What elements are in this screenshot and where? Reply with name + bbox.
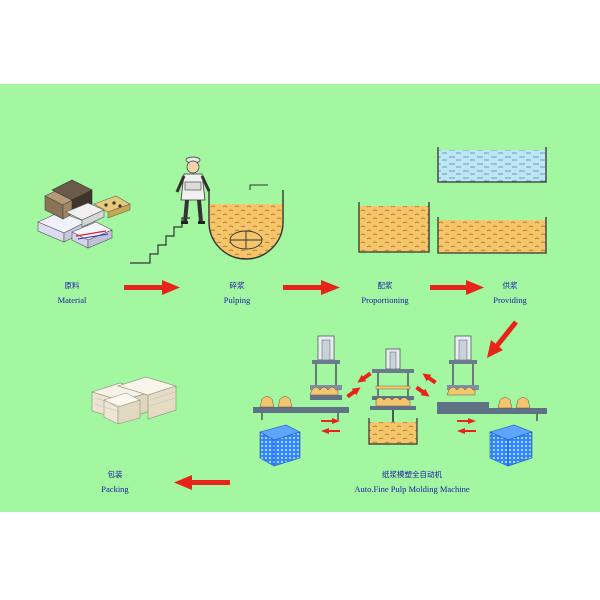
worker-icon: [175, 156, 211, 224]
transfer-arrows-icon: [321, 371, 476, 434]
pulping-label-zh: 碎浆: [230, 280, 245, 290]
molding-press-icon: [253, 335, 547, 445]
mixing-tank-icon: [358, 202, 430, 253]
packing-label-zh: 包装: [108, 469, 123, 479]
machine-label-zh: 纸浆模塑全自动机: [382, 469, 442, 479]
arrow-right-icon: [124, 280, 180, 295]
supply-tank-icon: [437, 217, 547, 254]
machine-label-en: Auto.Fine Pulp Molding Machine: [354, 484, 469, 494]
blue-basket-icon: [259, 424, 301, 467]
material-label-en: Material: [58, 295, 87, 305]
pulping-label-en: Pulping: [224, 295, 251, 305]
arrow-right-icon: [430, 280, 484, 295]
providing-label-zh: 供浆: [503, 280, 518, 290]
arrow-down-left-icon: [487, 320, 518, 358]
water-tank-icon: [437, 147, 547, 183]
paper-bales-icon: [37, 179, 131, 249]
blue-basket-icon: [489, 424, 533, 467]
arrow-left-icon: [174, 475, 230, 490]
pulper-tank-icon: [208, 184, 284, 260]
proportioning-label-en: Proportioning: [361, 295, 409, 305]
material-label-zh: 原料: [65, 280, 80, 290]
packing-label-en: Packing: [101, 484, 129, 494]
stairs-icon: [130, 217, 190, 264]
stacked-trays-icon: [90, 376, 178, 425]
arrow-right-icon: [283, 280, 340, 295]
proportioning-label-zh: 配浆: [378, 280, 393, 290]
providing-label-en: Providing: [493, 295, 527, 305]
